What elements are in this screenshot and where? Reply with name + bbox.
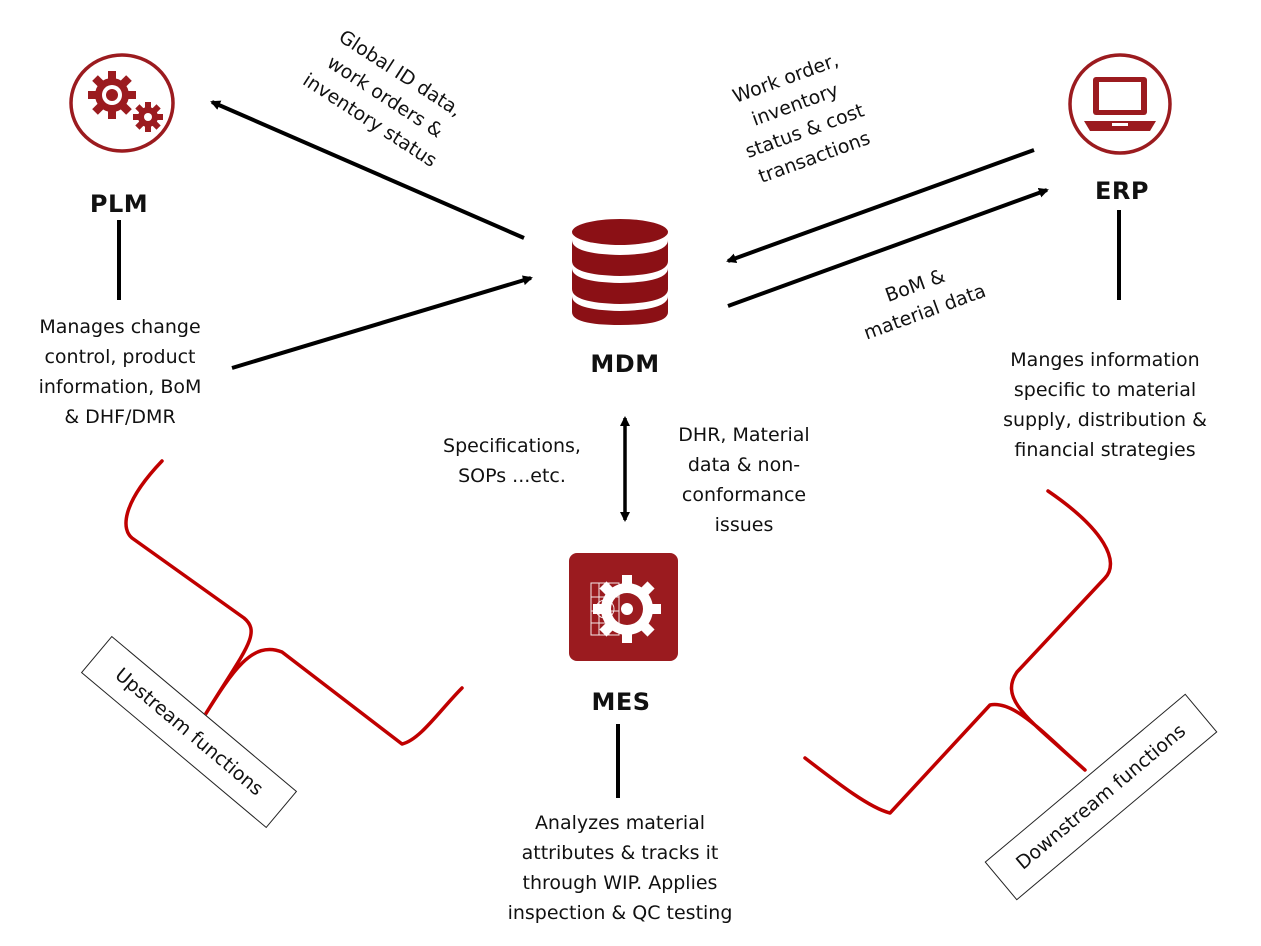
gear-blueprint-icon [569,553,678,661]
flow-label-mdm-mes-left: Specifications, SOPs ...etc. [432,431,592,491]
flow-label-line: issues [714,514,774,536]
flow-label-line: conformance [681,484,807,506]
mdm-icon-wrapper [570,217,670,327]
arrow-erp-to-mdm [726,148,1035,263]
arrow-mdm-to-plm [210,100,525,240]
database-icon [572,219,668,325]
erp-description-line: Manges information [1010,349,1200,371]
laptop-icon [1068,53,1172,155]
mes-description-line: through WIP. Applies [522,872,718,894]
plm-description-line: information, BoM [38,376,202,398]
flow-label-line: Specifications, [443,435,581,457]
mdm-title: MDM [590,350,660,378]
erp-description-line: financial strategies [1014,439,1196,461]
erp-icon-wrapper [1066,51,1174,157]
plm-description-line: & DHF/DMR [64,406,176,428]
plm-icon-wrapper [66,51,178,155]
plm-description-line: Manages change [39,316,201,338]
arrow-mdm-to-erp [727,188,1049,308]
erp-description-line: supply, distribution & [1003,409,1207,431]
mes-title: MES [591,688,651,716]
flow-label-line: data & non- [687,454,801,476]
arrow-plm-to-mdm [231,275,533,370]
plm-description: Manages change control, product informat… [10,312,230,432]
mes-icon-wrapper [569,553,678,661]
erp-description: Manges information specific to material … [985,345,1225,465]
erp-title: ERP [1095,177,1149,205]
mes-description-line: Analyzes material [534,812,706,834]
gears-icon [69,53,175,153]
plm-title: PLM [89,190,149,218]
plm-description-line: control, product [44,346,196,368]
mes-description: Analyzes material attributes & tracks it… [495,808,745,928]
mes-description-line: inspection & QC testing [507,902,733,924]
flow-label-line: SOPs ...etc. [458,465,566,487]
brace-downstream [803,489,1113,815]
flow-label-mes-to-mdm: DHR, Material data & non- conformance is… [660,420,828,540]
erp-description-line: specific to material [1013,379,1197,401]
flow-label-line: DHR, Material [678,424,810,446]
mes-description-line: attributes & tracks it [521,842,719,864]
